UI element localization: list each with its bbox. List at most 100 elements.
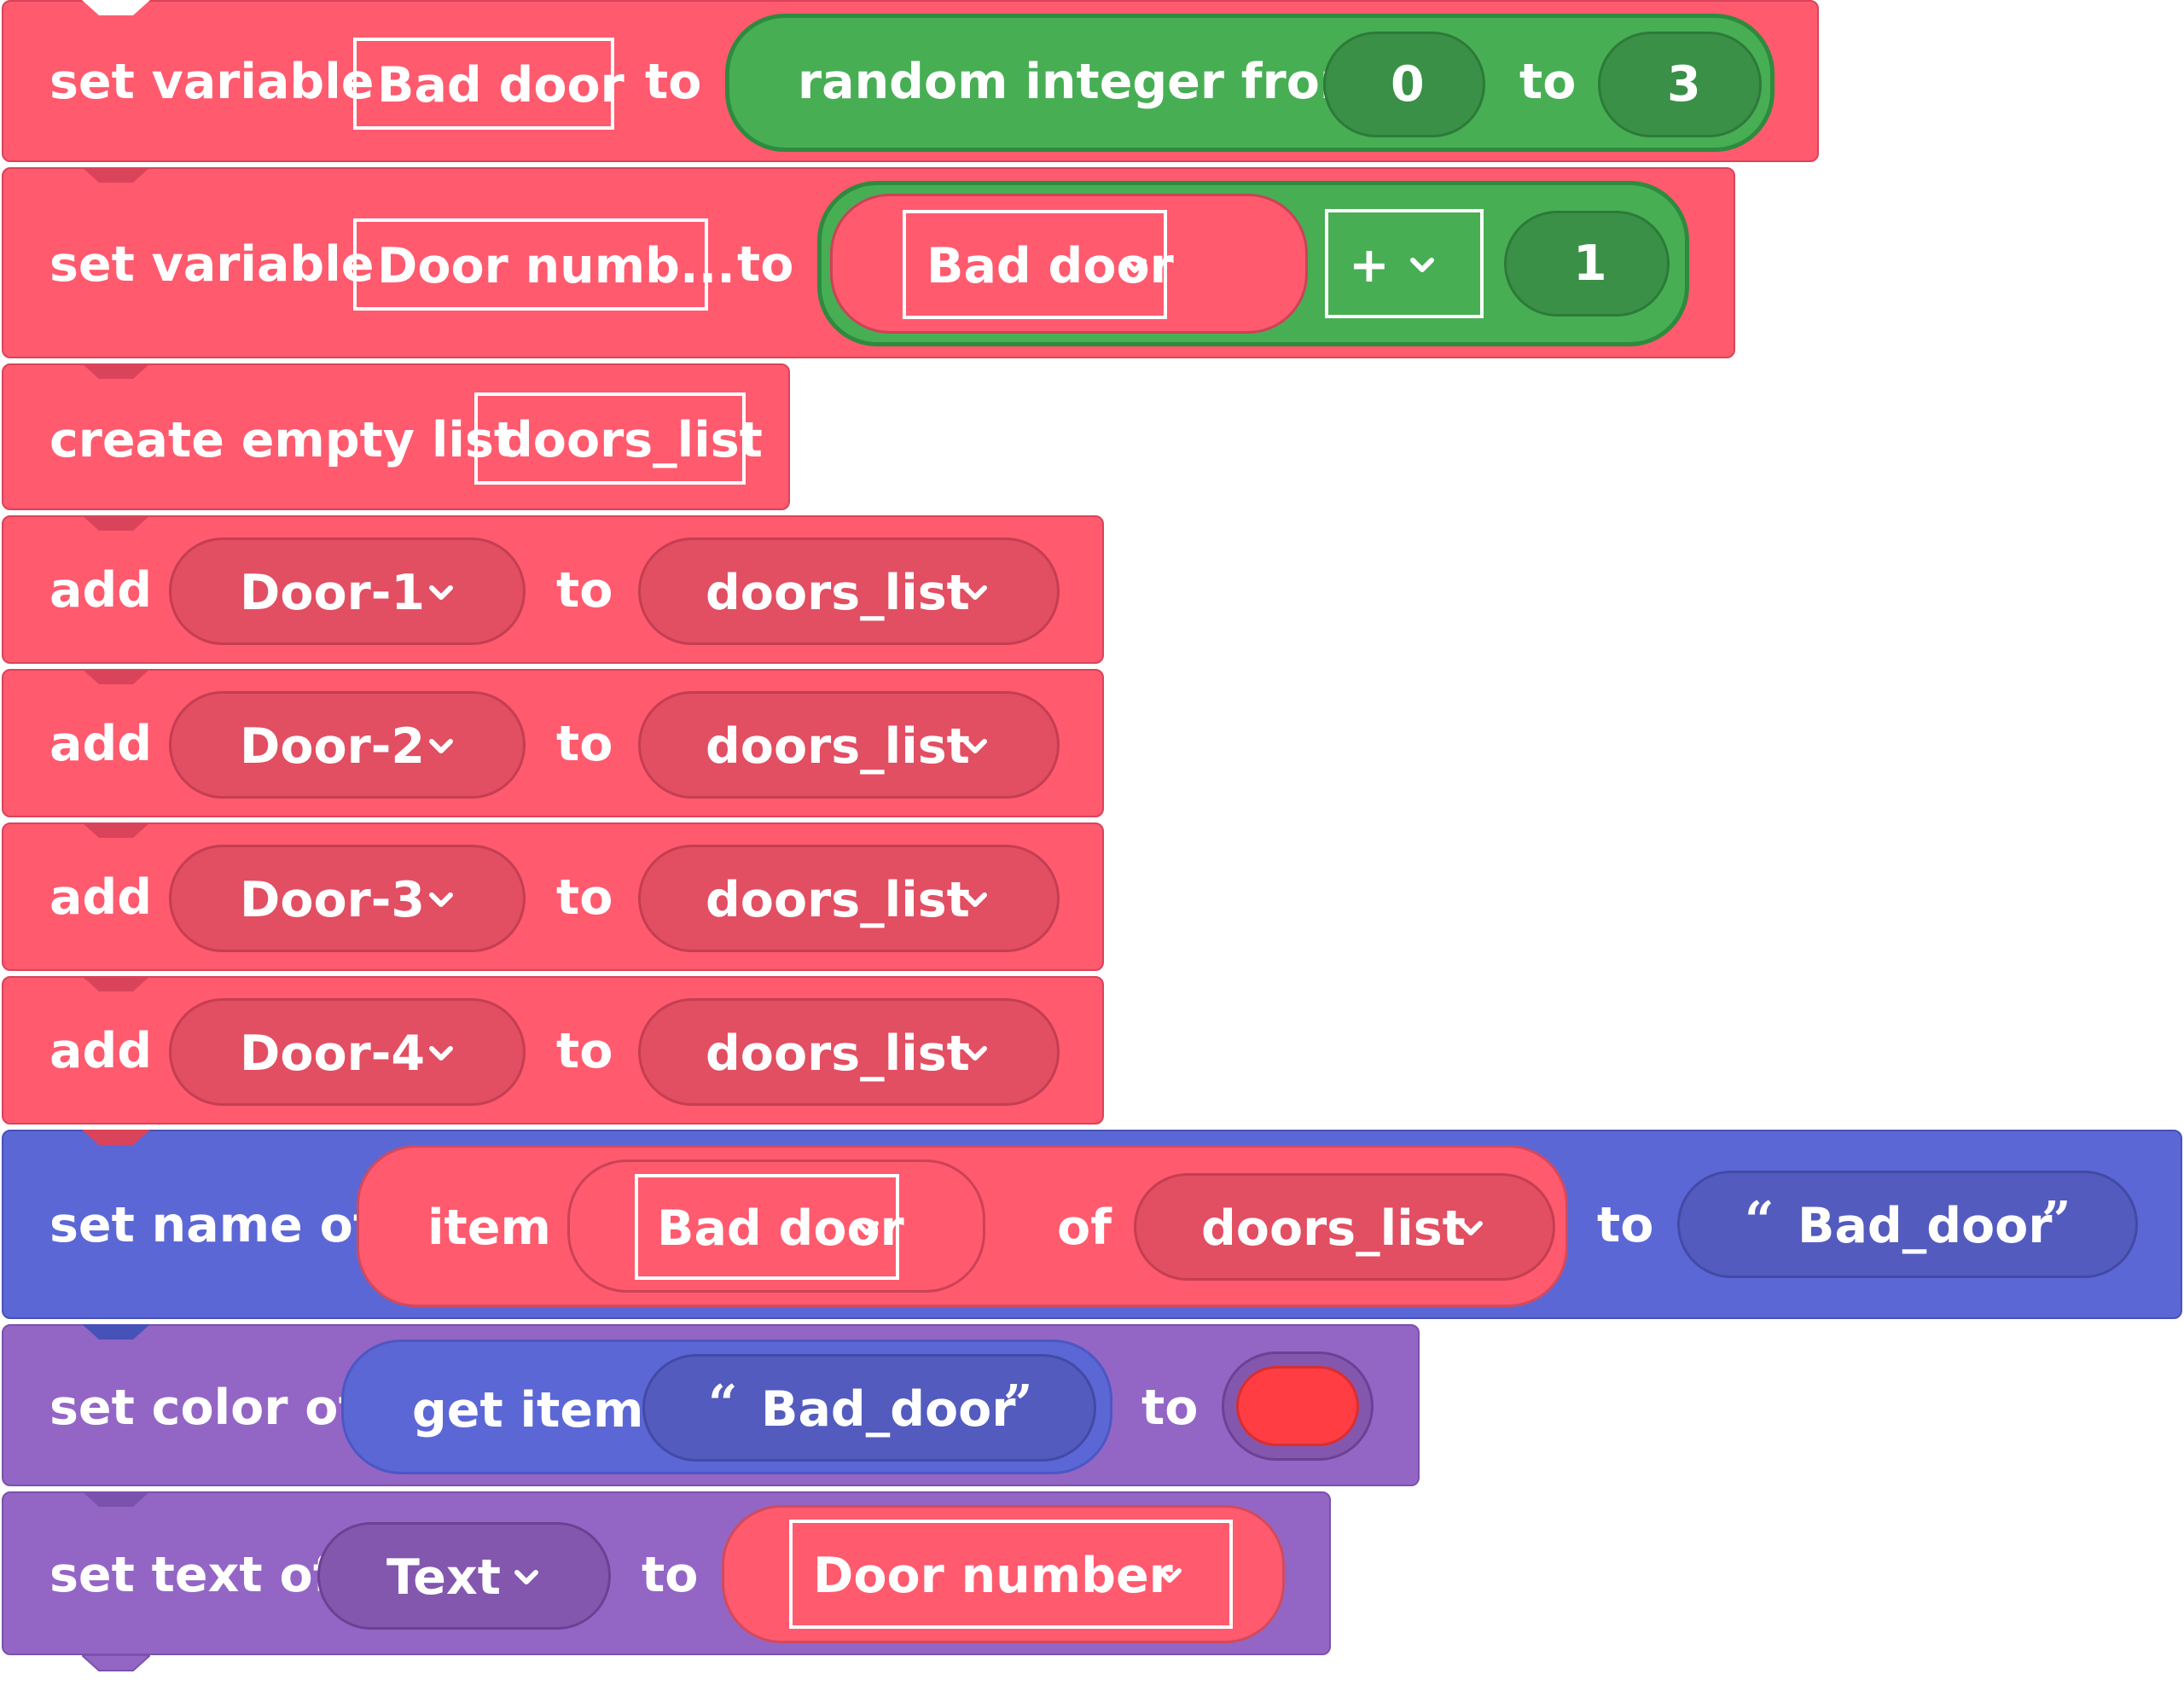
list-name-text: doors_list <box>498 412 763 468</box>
math-operation-block[interactable]: Bad door + 1 <box>817 181 1689 346</box>
block-keyword: create empty list <box>49 412 518 468</box>
add-to-list-block[interactable]: add Door-3 to doors_list <box>2 822 1104 971</box>
add-keyword: add <box>49 716 153 772</box>
chevron-down-icon <box>422 728 460 765</box>
component-dropdown-label: Door-2 <box>240 718 426 775</box>
list-item-block[interactable]: item Bad door of doors_list <box>357 1145 1568 1307</box>
block-notch-icon <box>82 0 150 15</box>
create-empty-list-block[interactable]: create empty list doors_list <box>2 363 790 510</box>
add-keyword: add <box>49 562 153 619</box>
list-dropdown-label: doors_list <box>706 565 970 621</box>
chevron-down-icon <box>956 881 994 919</box>
to-keyword: to <box>556 1023 613 1079</box>
list-dropdown[interactable]: doors_list <box>638 998 1060 1106</box>
block-notch-icon <box>82 1491 150 1507</box>
block-notch-icon <box>82 167 150 183</box>
component-dropdown[interactable]: Text <box>317 1522 611 1630</box>
component-dropdown-label: Text <box>386 1549 501 1606</box>
to-keyword: to <box>1141 1380 1199 1436</box>
close-quote: ” <box>1003 1375 1033 1434</box>
set-name-block[interactable]: set name of item Bad door of doors_list … <box>2 1130 2182 1319</box>
add-to-list-block[interactable]: add Door-4 to doors_list <box>2 976 1104 1125</box>
component-dropdown[interactable]: Door-3 <box>169 845 526 952</box>
block-notch-icon <box>82 363 150 379</box>
component-dropdown[interactable]: Door-2 <box>169 691 526 799</box>
variable-dropdown[interactable]: Bad door <box>903 210 1174 319</box>
block-keyword: set text of <box>49 1547 334 1603</box>
chevron-down-icon <box>1403 247 1441 284</box>
variable-getter-block[interactable]: Door number <box>722 1505 1285 1643</box>
add-keyword: add <box>49 869 153 926</box>
open-quote: “ <box>708 1375 738 1434</box>
variable-getter-block[interactable]: Bad door <box>567 1160 985 1293</box>
chevron-down-icon <box>848 1210 886 1247</box>
list-name-field[interactable]: doors_list <box>474 392 763 485</box>
chevron-down-icon <box>956 1035 994 1072</box>
variable-dropdown[interactable]: Bad door <box>635 1174 904 1280</box>
variable-name-field[interactable]: Bad door <box>353 38 624 130</box>
random-from-input[interactable]: 0 <box>1323 32 1485 137</box>
component-dropdown[interactable]: Door-1 <box>169 538 526 645</box>
set-variable-block-door-number[interactable]: set variable Door numb... to Bad door + … <box>2 167 1735 358</box>
to-keyword: to <box>556 716 613 772</box>
variable-name-field[interactable]: Door numb... <box>353 218 735 311</box>
chevron-down-icon <box>956 728 994 765</box>
variable-getter-block[interactable]: Bad door <box>830 194 1308 334</box>
math-operand-value: 1 <box>1573 235 1607 292</box>
operator-dropdown[interactable]: + <box>1325 209 1484 318</box>
list-dropdown[interactable]: doors_list <box>638 538 1060 645</box>
block-notch-icon <box>82 1130 150 1145</box>
math-operand-input[interactable]: 1 <box>1504 211 1670 317</box>
of-keyword: of <box>1057 1200 1112 1256</box>
item-keyword: item <box>427 1200 551 1256</box>
text-string-input[interactable]: “ Bad_door ” <box>1677 1171 2138 1278</box>
random-integer-block[interactable]: random integer from 0 to 3 <box>725 14 1774 152</box>
variable-name-text: Bad door <box>377 57 624 113</box>
chevron-down-icon <box>422 881 460 919</box>
list-dropdown-label: doors_list <box>706 718 970 775</box>
color-picker[interactable] <box>1222 1351 1374 1461</box>
random-from-value: 0 <box>1391 56 1425 113</box>
component-dropdown[interactable]: Door-4 <box>169 998 526 1106</box>
set-variable-block-bad-door[interactable]: set variable Bad door to random integer … <box>2 0 1819 162</box>
text-string-input[interactable]: “ Bad_door ” <box>642 1354 1096 1462</box>
block-keyword: set color of <box>49 1380 360 1436</box>
string-value: Bad_door <box>761 1381 1016 1438</box>
list-dropdown[interactable]: doors_list <box>638 845 1060 952</box>
set-color-block[interactable]: set color of get item “ Bad_door ” to <box>2 1324 1420 1486</box>
chevron-down-icon <box>422 1035 460 1072</box>
list-dropdown[interactable]: doors_list <box>1134 1173 1555 1281</box>
to-keyword: to <box>645 54 702 110</box>
list-dropdown-label: doors_list <box>706 872 970 928</box>
block-keyword: set variable <box>49 54 375 110</box>
get-item-keyword: get item <box>412 1382 644 1439</box>
set-text-block[interactable]: set text of Text to Door number <box>2 1491 1331 1671</box>
add-keyword: add <box>49 1023 153 1079</box>
block-keyword: set variable <box>49 236 375 293</box>
to-keyword: to <box>737 236 794 293</box>
block-notch-icon <box>82 976 150 991</box>
to-keyword: to <box>642 1547 699 1603</box>
string-value: Bad_door <box>1798 1198 2053 1254</box>
random-to-keyword: to <box>1519 54 1577 110</box>
chevron-down-icon <box>1151 1557 1188 1595</box>
get-item-block[interactable]: get item “ Bad_door ” <box>341 1340 1112 1474</box>
component-dropdown-label: Door-3 <box>240 872 426 928</box>
variable-dropdown[interactable]: Door number <box>789 1520 1233 1629</box>
add-to-list-block[interactable]: add Door-1 to doors_list <box>2 515 1104 664</box>
chevron-down-icon <box>956 574 994 612</box>
random-to-value: 3 <box>1667 56 1701 113</box>
block-notch-icon <box>82 669 150 684</box>
to-keyword: to <box>556 869 613 926</box>
list-dropdown-label: doors_list <box>1201 1200 1466 1257</box>
list-dropdown[interactable]: doors_list <box>638 691 1060 799</box>
component-dropdown-label: Door-4 <box>240 1026 426 1082</box>
random-to-input[interactable]: 3 <box>1598 32 1762 137</box>
component-dropdown-label: Door-1 <box>240 565 426 621</box>
add-to-list-block[interactable]: add Door-2 to doors_list <box>2 669 1104 817</box>
random-integer-label: random integer from <box>798 54 1371 110</box>
block-keyword: set name of <box>49 1197 375 1253</box>
to-keyword: to <box>556 562 613 619</box>
block-notch-icon <box>82 1324 150 1340</box>
operator-label: + <box>1349 237 1390 294</box>
